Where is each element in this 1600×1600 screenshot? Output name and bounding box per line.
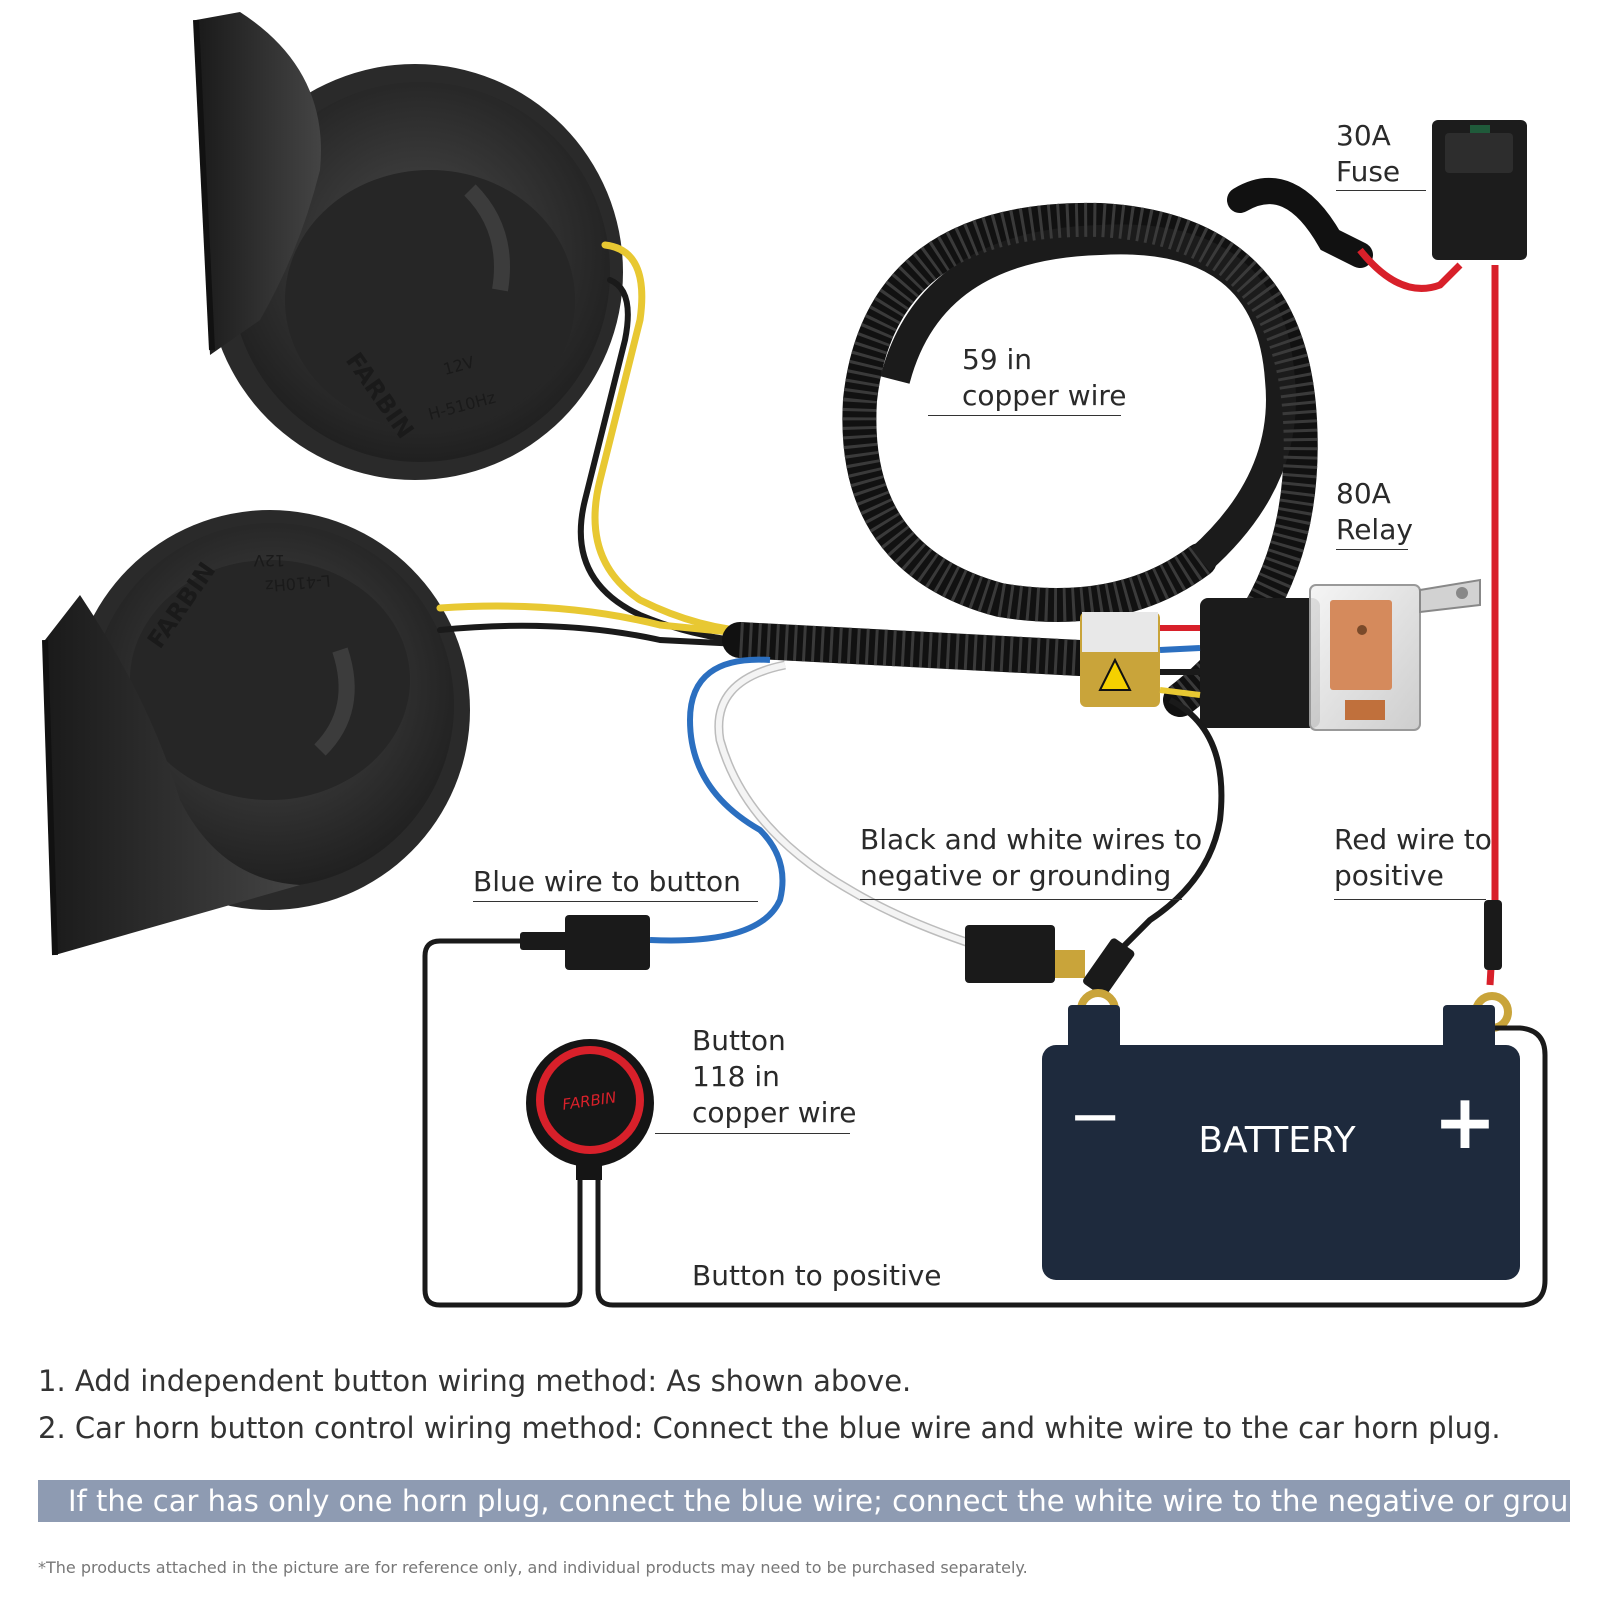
copper-wire-59-underline [928, 415, 1121, 416]
battery-label: BATTERY [1198, 1120, 1356, 1161]
blue-wire-underline [473, 901, 758, 902]
battery: − + BATTERY [1042, 1005, 1520, 1280]
battery-minus-sign: − [1068, 1080, 1122, 1154]
relay [1159, 578, 1481, 731]
horn-bottom-spec-1: 12V [254, 551, 285, 570]
button-wires [422, 938, 1548, 1308]
blue-wire [520, 656, 786, 970]
relay-label-underline [1336, 549, 1408, 550]
button-to-positive-label: Button to positive [692, 1259, 942, 1292]
copper-wire-59-label: 59 in copper wire [962, 343, 1127, 412]
relay-label: 80A Relay [1336, 477, 1413, 546]
black-white-wires-label: Black and white wires to negative or gro… [860, 823, 1203, 892]
copper-wire-loom [722, 178, 1373, 717]
note-line-2: 2. Car horn button control wiring method… [38, 1411, 1501, 1445]
battery-plus-sign: + [1433, 1077, 1497, 1166]
note-line-1: 1. Add independent button wiring method:… [38, 1364, 912, 1398]
warning-icon [1098, 657, 1132, 691]
blue-wire-connector [565, 915, 650, 970]
fuse-label: 30A Fuse [1336, 119, 1401, 188]
wiring-diagram: FARBIN 12V H-510Hz FARBIN 12V L-410Hz [42, 12, 1548, 1308]
red-wire-underline [1334, 899, 1486, 900]
red-wire [1472, 265, 1512, 1032]
black-white-wires-underline [860, 899, 1182, 900]
horn-button: FARBIN [526, 1039, 654, 1180]
button-label: Button 118 in copper wire [692, 1024, 857, 1129]
fuse-label-underline [1336, 190, 1426, 191]
horn-top: FARBIN 12V H-510Hz [193, 12, 623, 480]
note-line-3-highlight: If the car has only one horn plug, conne… [38, 1480, 1600, 1522]
blue-wire-label: Blue wire to button [473, 865, 741, 898]
white-wire-connector [965, 925, 1055, 983]
horn-wires [436, 241, 764, 648]
button-label-underline [655, 1133, 850, 1134]
red-wire-label: Red wire to positive [1334, 823, 1492, 892]
white-wire [714, 660, 1085, 983]
horn-bottom: FARBIN 12V L-410Hz [42, 510, 470, 956]
fuse-holder [1357, 120, 1527, 292]
disclaimer: *The products attached in the picture ar… [38, 1558, 1028, 1577]
